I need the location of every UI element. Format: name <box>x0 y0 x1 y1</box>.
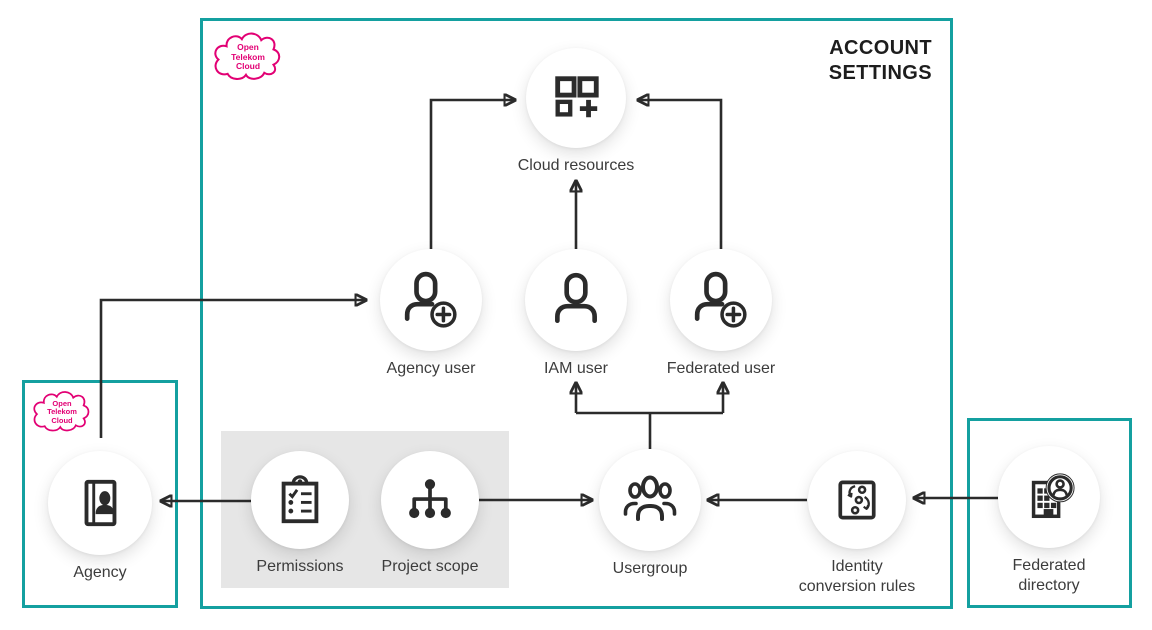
node-label: Permissions <box>256 558 344 575</box>
conversion-rules-icon <box>838 480 876 520</box>
arrow-federated-user-to-cloud-resources <box>638 100 723 249</box>
user-plus-icon <box>404 271 457 328</box>
node-label: Federated user <box>666 360 776 377</box>
otc-logo-text: Open Telekom Cloud <box>47 398 77 425</box>
node-identity-conversion-rules: Identity conversion rules <box>767 451 947 597</box>
node-agency: Agency <box>10 451 190 583</box>
node-label: Project scope <box>381 558 479 575</box>
node-label: Agency <box>73 564 127 581</box>
arrow-agency-to-agency-user <box>99 300 366 438</box>
address-book-icon <box>84 479 117 527</box>
node-label: IAM user <box>543 360 608 377</box>
user-icon <box>555 272 597 324</box>
node-federated-user: Federated user <box>631 249 811 379</box>
node-label: Federated directory <box>1012 557 1086 594</box>
node-federated-directory: Federated directory <box>959 446 1139 596</box>
node-label: Usergroup <box>612 560 688 577</box>
node-agency-user: Agency user <box>341 249 521 379</box>
otc-logo: Open Telekom Cloud <box>30 389 94 434</box>
cloud-resources-icon <box>555 76 599 118</box>
building-user-icon <box>1031 473 1075 519</box>
node-label: Agency user <box>386 360 476 377</box>
diagram-title: ACCOUNT SETTINGS <box>829 36 932 86</box>
title-line-2: SETTINGS <box>828 62 932 84</box>
otc-logo-text: Open Telekom Cloud <box>231 42 265 72</box>
cloud-logo-shape <box>33 391 90 432</box>
otc-logo: Open Telekom Cloud <box>210 30 286 83</box>
node-project-scope: Project scope <box>340 451 520 577</box>
usergroup-icon <box>623 475 677 521</box>
account-settings-boundary <box>200 18 953 609</box>
hierarchy-icon <box>409 479 451 519</box>
node-label: Identity conversion rules <box>798 558 916 595</box>
title-line-1: ACCOUNT <box>829 37 932 59</box>
node-permissions: Permissions <box>210 451 390 577</box>
checklist-clipboard-icon <box>281 475 319 524</box>
node-usergroup: Usergroup <box>560 449 740 579</box>
node-iam-user: IAM user <box>486 249 666 379</box>
arrow-agency-user-to-cloud-resources <box>429 100 515 249</box>
node-label: Cloud resources <box>517 157 635 174</box>
node-cloud-resources: Cloud resources <box>486 48 666 176</box>
cloud-logo-shape <box>214 32 281 80</box>
user-plus-icon <box>694 271 747 328</box>
federated-directory-boundary <box>967 418 1132 608</box>
